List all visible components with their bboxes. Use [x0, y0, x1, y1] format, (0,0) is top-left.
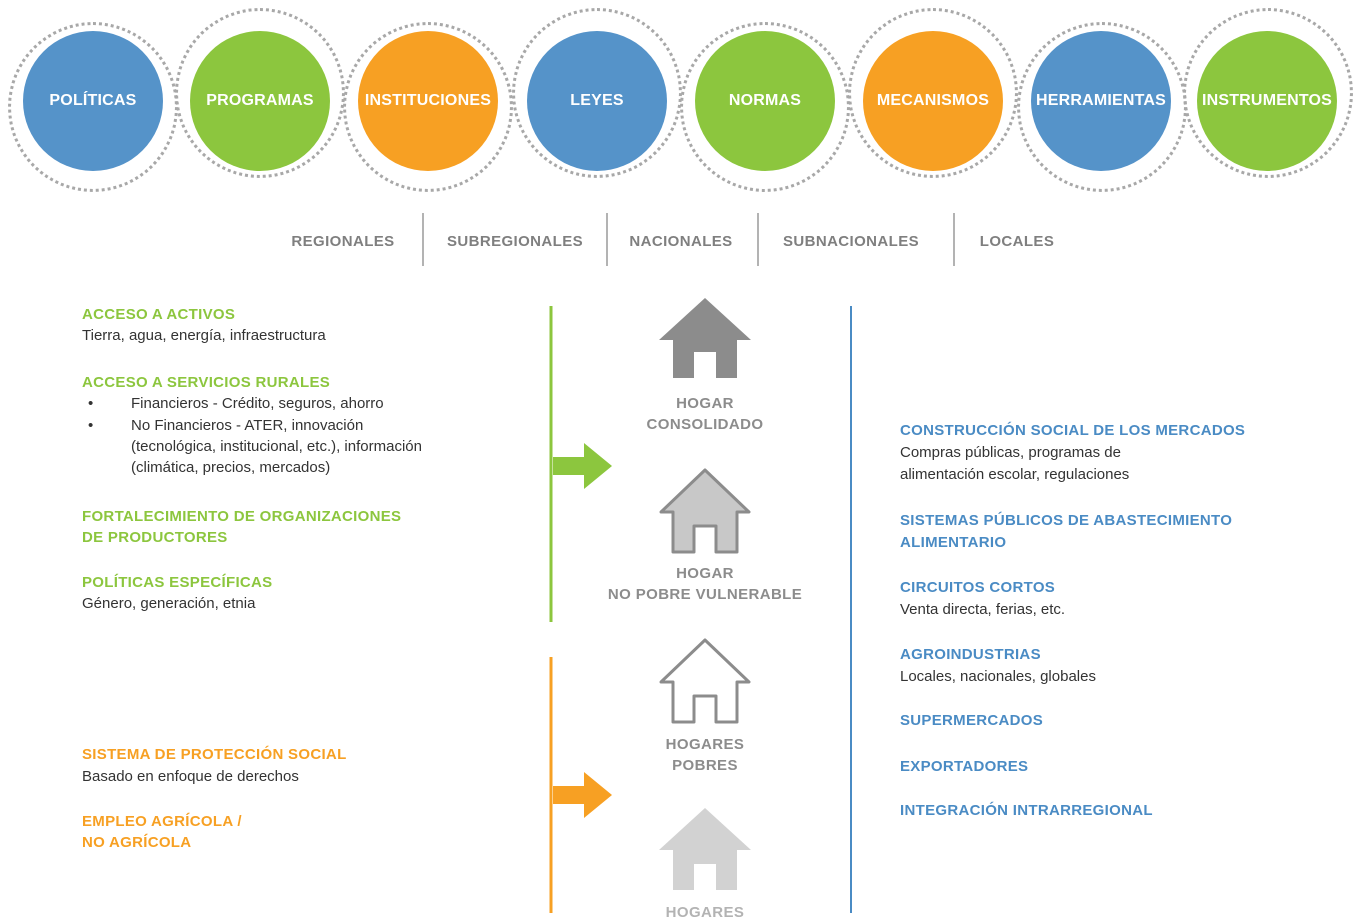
circuitos-title: CIRCUITOS CORTOS — [900, 579, 1056, 596]
circle-label: INSTITUCIONES — [364, 92, 492, 109]
dotted-ring — [512, 8, 682, 178]
green-arrow — [553, 443, 612, 489]
integracion-title: INTEGRACIÓN INTRARREGIONAL — [900, 802, 1153, 819]
circle-instrumentos: INSTRUMENTOS — [1197, 31, 1337, 171]
level-regionales: REGIONALES — [291, 233, 395, 250]
level-divider — [757, 213, 759, 266]
house-label-pobres-line-2: POBRES — [672, 757, 738, 774]
mercados-text-line-2: alimentación escolar, regulaciones — [900, 466, 1130, 483]
house-label-consolidado-line-2: CONSOLIDADO — [646, 416, 764, 433]
circle-label: PROGRAMAS — [206, 92, 314, 109]
dotted-ring — [343, 22, 513, 192]
level-subregionales: SUBREGIONALES — [446, 233, 584, 250]
proteccion-social-title: SISTEMA DE PROTECCIÓN SOCIAL — [82, 746, 347, 763]
orange-arrow — [553, 772, 612, 818]
level-nacionales: NACIONALES — [629, 233, 733, 250]
house-label-vulnerable-line-2: NO POBRE VULNERABLE — [607, 586, 803, 603]
fortalecimiento-title-line-1: FORTALECIMIENTO DE ORGANIZACIONES — [82, 508, 402, 525]
circle-herramientas: HERRAMIENTAS — [1031, 31, 1171, 171]
house-extrema-icon — [659, 808, 751, 890]
circle-politicas: POLÍTICAS — [23, 31, 163, 171]
circle-label: NORMAS — [728, 92, 802, 109]
politicas-especificas-title: POLÍTICAS ESPECÍFICAS — [82, 574, 273, 591]
level-divider — [606, 213, 608, 266]
bullet-dot: • — [88, 395, 94, 412]
empleo-title-line-2: NO AGRÍCOLA — [82, 834, 192, 851]
politicas-especificas-text: Género, generación, etnia — [82, 595, 256, 612]
house-label-consolidado-line-1: HOGAR — [676, 395, 734, 412]
dotted-ring — [848, 8, 1018, 178]
circle-label: INSTRUMENTOS — [1201, 92, 1333, 109]
circle-label: HERRAMIENTAS — [1035, 92, 1167, 109]
agroindustrias-text: Locales, nacionales, globales — [900, 668, 1096, 685]
circle-instituciones: INSTITUCIONES — [358, 31, 498, 171]
level-divider — [422, 213, 424, 266]
circle-leyes: LEYES — [527, 31, 667, 171]
dotted-ring — [175, 8, 345, 178]
level-subnacionales: SUBNACIONALES — [782, 233, 920, 250]
circle-label: POLÍTICAS — [49, 92, 137, 109]
mercados-text-line-1: Compras públicas, programas de — [900, 444, 1121, 461]
circle-mecanismos: MECANISMOS — [863, 31, 1003, 171]
bullet-dot: • — [88, 417, 94, 434]
sistemas-title-line-2: ALIMENTARIO — [900, 534, 1007, 551]
mercados-title: CONSTRUCCIÓN SOCIAL DE LOS MERCADOS — [900, 422, 1246, 439]
acceso-activos-text: Tierra, agua, energía, infraestructura — [82, 327, 326, 344]
circle-programas: PROGRAMAS — [190, 31, 330, 171]
dotted-ring — [1183, 8, 1353, 178]
house-label-pobres-line-1: HOGARES — [665, 736, 745, 753]
empleo-title-line-1: EMPLEO AGRÍCOLA / — [82, 813, 242, 830]
proteccion-social-text: Basado en enfoque de derechos — [82, 768, 299, 785]
house-vulnerable-icon — [659, 468, 751, 554]
level-locales: LOCALES — [979, 233, 1055, 250]
circle-label: LEYES — [570, 92, 624, 109]
level-divider — [953, 213, 955, 266]
sistemas-title-line-1: SISTEMAS PÚBLICOS DE ABASTECIMIENTO — [900, 512, 1233, 529]
acceso-servicios-title: ACCESO A SERVICIOS RURALES — [82, 374, 331, 391]
servicios-bullet-2-line-1: No Financieros - ATER, innovación — [131, 417, 364, 434]
circle-normas: NORMAS — [695, 31, 835, 171]
house-label-vulnerable-line-1: HOGAR — [676, 565, 734, 582]
acceso-activos-title: ACCESO A ACTIVOS — [82, 306, 236, 323]
servicios-bullet-1: Financieros - Crédito, seguros, ahorro — [131, 395, 384, 412]
circle-label: MECANISMOS — [876, 92, 990, 109]
servicios-bullet-2-line-2: (tecnológica, institucional, etc.), info… — [131, 438, 422, 455]
house-pobres-icon — [659, 638, 751, 724]
fortalecimiento-title-line-2: DE PRODUCTORES — [82, 529, 228, 546]
exportadores-title: EXPORTADORES — [900, 758, 1029, 775]
house-consolidado-icon — [659, 298, 751, 378]
circuitos-text: Venta directa, ferias, etc. — [900, 601, 1066, 618]
supermercados-title: SUPERMERCADOS — [900, 712, 1044, 729]
agroindustrias-title: AGROINDUSTRIAS — [900, 646, 1041, 663]
servicios-bullet-2-line-3: (climática, precios, mercados) — [131, 459, 331, 476]
